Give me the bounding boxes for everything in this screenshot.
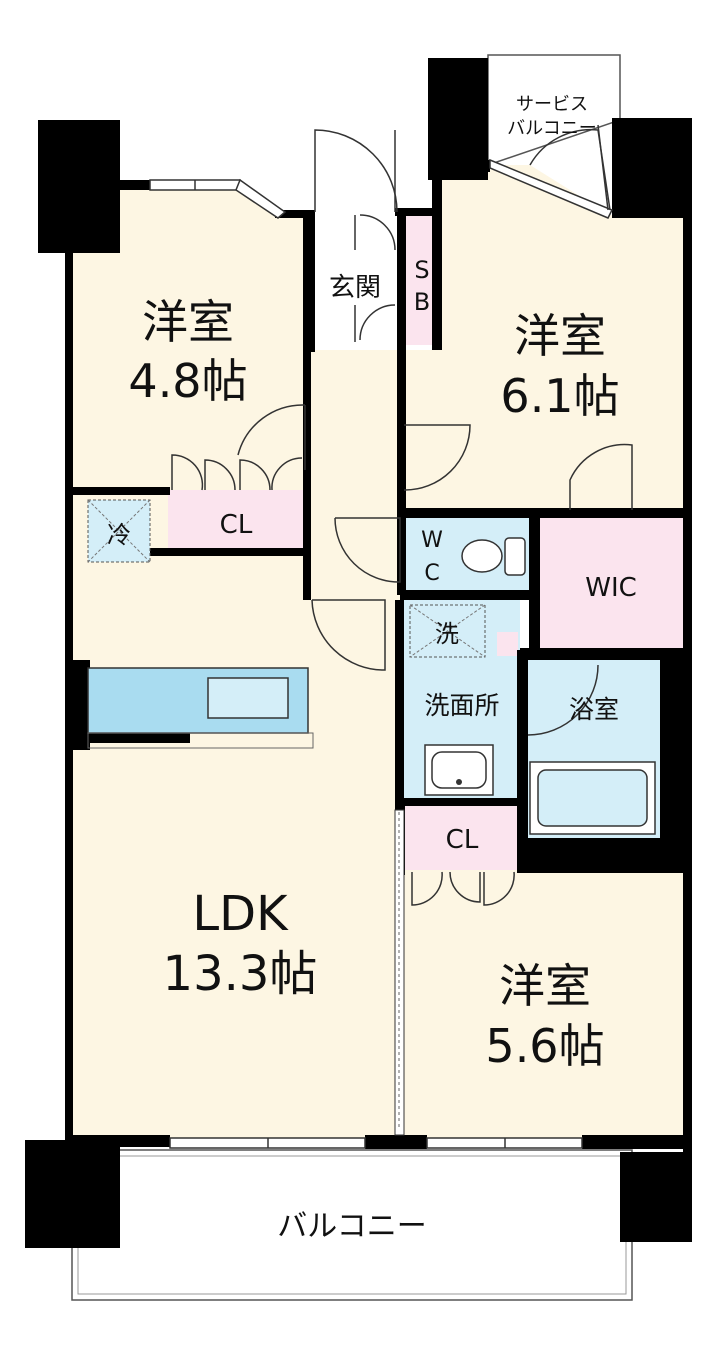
- closet1-door-a: [171, 454, 204, 491]
- wall-bath-right: [660, 650, 690, 870]
- washer-label: 洗: [435, 620, 459, 648]
- room2-size: 6.1帖: [500, 369, 619, 423]
- balcony-label: バルコニー: [277, 1209, 426, 1244]
- wall-room2-bottom: [400, 508, 690, 518]
- closet2-door-b: [449, 871, 481, 903]
- western-room-1-floor: [70, 185, 305, 490]
- vanity-basin: [431, 751, 487, 789]
- window-room1-bay: [235, 178, 287, 219]
- wc-label-c: C: [424, 561, 439, 586]
- closet1-label: CL: [220, 510, 253, 540]
- column-bottom-left: [25, 1140, 120, 1248]
- closet1-door-b: [204, 459, 236, 491]
- balcony-area: [71, 1149, 633, 1301]
- column-top-mid: [428, 58, 488, 180]
- entrance-label: 玄関: [329, 273, 381, 303]
- sliding-door: [394, 809, 405, 1136]
- column-top-right: [612, 118, 692, 218]
- fridge-space: [87, 499, 151, 563]
- wall-kitchen-base: [88, 733, 190, 743]
- entrance-hall-floor: [305, 350, 400, 600]
- western-room-3-floor: [402, 870, 685, 1142]
- labels: 洋室 4.8帖 洋室 6.1帖 洋室 5.6帖 LDK 13.3帖 玄関 S B…: [107, 94, 637, 1244]
- toilet-tank: [504, 537, 526, 576]
- doors: [171, 124, 633, 906]
- sb-door-1: [359, 214, 396, 251]
- wall-room1-right: [303, 215, 311, 600]
- wall-bottom-left: [70, 1135, 170, 1147]
- ldk-door-swing: [311, 599, 386, 671]
- wall-entrance-left: [305, 212, 315, 352]
- washroom-small-pink: [497, 632, 518, 656]
- windows: [149, 158, 614, 1149]
- service-balcony-label-2: バルコニー: [507, 118, 597, 139]
- wc-door-swing: [334, 517, 401, 583]
- sb-storage-floor: [404, 215, 434, 345]
- room1-door-swing: [237, 404, 306, 456]
- wc-label-w: W: [421, 528, 443, 553]
- western-room-2-floor: [402, 165, 685, 510]
- wall-top-room1: [70, 180, 150, 190]
- front-door-swing: [314, 129, 398, 213]
- closet-1-floor: [168, 490, 303, 548]
- fixtures: [87, 499, 656, 835]
- balconies: [71, 54, 633, 1301]
- room3-size: 5.6帖: [485, 1019, 604, 1073]
- wall-wc-wic: [529, 510, 540, 655]
- window-room2-bay: [489, 158, 614, 219]
- washroom-label: 洗面所: [424, 691, 499, 720]
- ldk-size: 13.3帖: [163, 946, 318, 1002]
- ldk-name: LDK: [192, 886, 289, 942]
- wall-top-room1b: [275, 210, 315, 218]
- room2-name: 洋室: [514, 309, 606, 363]
- wall-top-room2: [435, 160, 490, 172]
- wall-sb-right: [432, 170, 442, 350]
- closet2-door-a: [411, 871, 443, 906]
- bath-door-swing: [527, 664, 599, 736]
- wall-closet1-bottom: [150, 548, 310, 556]
- kitchen-sink: [207, 677, 289, 719]
- closet1-door-c: [239, 459, 271, 491]
- room2-closet-door: [569, 443, 633, 510]
- kitchen-backline: [87, 732, 314, 749]
- wall-room1-bottom: [65, 487, 170, 495]
- room1-size: 4.8帖: [128, 354, 247, 408]
- sb-door-2: [359, 304, 396, 341]
- bathtub-inner: [537, 769, 648, 827]
- service-door-swing: [529, 128, 611, 211]
- closet2-label: CL: [446, 825, 479, 855]
- wall-wash-bottom: [400, 798, 525, 806]
- closet2-door-c: [483, 871, 515, 906]
- wall-wash-bath: [517, 650, 528, 870]
- wic-floor: [540, 518, 683, 648]
- closet1-door-d: [271, 457, 303, 491]
- room1-name: 洋室: [142, 295, 234, 349]
- wall-wic-bottom: [520, 648, 690, 660]
- toilet-bowl: [461, 539, 503, 573]
- sb-label-s: S: [414, 256, 429, 284]
- wall-entrance-top: [395, 208, 440, 216]
- fridge-label: 冷: [107, 521, 131, 549]
- service-balcony-label-1: サービス: [516, 94, 588, 115]
- column-bottom-right: [620, 1152, 692, 1242]
- wall-bath-bottom: [517, 838, 687, 873]
- wall-entrance-right: [397, 210, 406, 595]
- entrance-floor: [312, 215, 404, 350]
- wall-ldk-left-kitchen: [65, 660, 90, 750]
- floor-areas: [70, 165, 685, 1142]
- bath-label: 浴室: [569, 695, 619, 724]
- walls: [25, 58, 692, 1248]
- wall-wc-bottom: [400, 590, 540, 600]
- wic-label: WIC: [585, 573, 637, 603]
- room2-door-swing: [403, 424, 471, 491]
- wall-ldk-mid: [395, 600, 404, 810]
- sb-label-b: B: [414, 288, 430, 316]
- wall-bottom-mid: [365, 1135, 427, 1149]
- wall-bottom-right: [582, 1135, 687, 1149]
- room3-name: 洋室: [499, 959, 591, 1013]
- closet-2-floor: [405, 805, 520, 870]
